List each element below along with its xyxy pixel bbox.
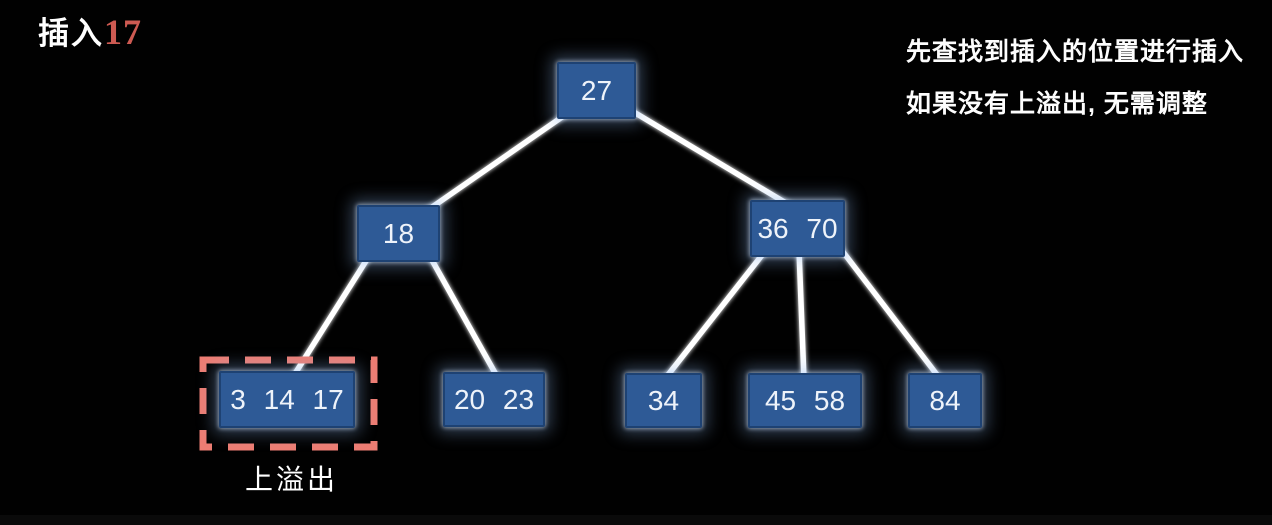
- slide-title-action: 插入: [38, 16, 104, 51]
- overflow-dashed-box: [199, 356, 378, 451]
- edge-36-70-to-45-58: [796, 247, 807, 383]
- edge-root-to-36-70: [624, 105, 804, 215]
- tree-node-3-14-17: 3 14 17: [219, 371, 355, 428]
- edge-root-to-18: [422, 105, 578, 215]
- tree-node-84: 84: [908, 373, 982, 428]
- note-line-1: 先查找到插入的位置进行插入: [906, 38, 1245, 66]
- edge-36-70-to-84: [837, 245, 944, 383]
- tree-node-27: 27: [557, 62, 636, 119]
- tree-node-36-70: 36 70: [750, 200, 845, 257]
- note-line-2: 如果没有上溢出, 无需调整: [906, 90, 1208, 118]
- edge-18-to-20-23: [425, 250, 502, 383]
- tree-node-18: 18: [357, 205, 440, 262]
- tree-node-20-23: 20 23: [443, 372, 545, 427]
- tree-node-45-58: 45 58: [748, 373, 862, 428]
- slide-title-number: 17: [104, 12, 142, 52]
- slide-title: 插入17: [38, 8, 142, 53]
- edge-36-70-to-34: [661, 247, 769, 383]
- tree-node-34: 34: [625, 373, 702, 428]
- overflow-label: 上溢出: [245, 464, 339, 495]
- bottom-edge-strip: [0, 515, 1272, 525]
- notes-block: 先查找到插入的位置进行插入 如果没有上溢出, 无需调整: [906, 26, 1244, 130]
